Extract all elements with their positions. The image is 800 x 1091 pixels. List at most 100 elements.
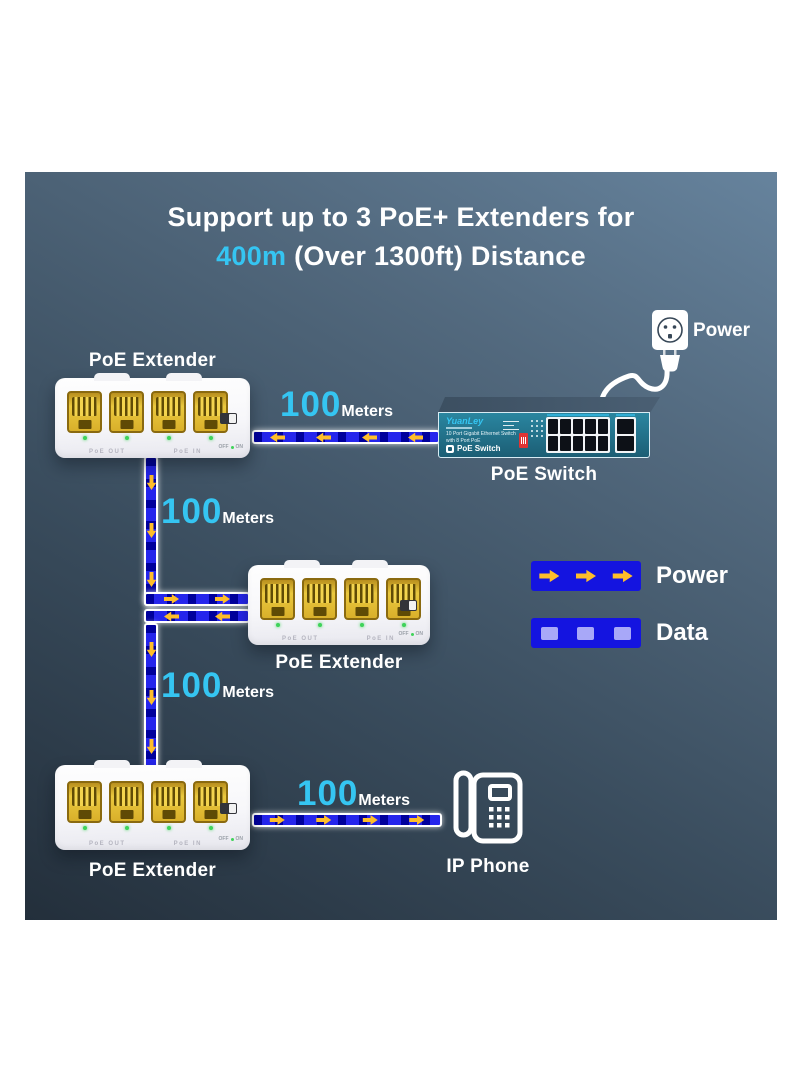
switch-badge: PoE Switch: [446, 444, 501, 453]
legend-power-label: Power: [656, 562, 729, 589]
power-label: Power: [693, 320, 751, 341]
data-square-icon: [614, 626, 632, 640]
rj45-port-row: [67, 781, 228, 823]
distance-label-2: 100 Meters: [161, 492, 274, 532]
poe-cable-into-extender2: [144, 592, 250, 606]
distance-label-3: 100 Meters: [161, 666, 274, 706]
poe-cable-vertical-1: [144, 456, 158, 606]
title-line2: 400m (Over 1300ft) Distance: [25, 237, 777, 276]
poe-in-label: PoE IN: [366, 636, 395, 642]
switch-front-face: YuanLey 10 Port Gigabit Ethernet Switch …: [438, 412, 650, 458]
toggle-led: [410, 632, 414, 636]
rj45-port: [386, 578, 421, 620]
rj45-port: [193, 391, 228, 433]
power-toggle: [220, 803, 237, 814]
on-label: ON: [415, 631, 424, 637]
power-arrow-icon: [215, 611, 230, 622]
title-line2-rest: (Over 1300ft) Distance: [286, 241, 586, 272]
port-group-label-strip: [547, 414, 609, 416]
ip-phone-label: IP Phone: [446, 856, 530, 877]
on-label: ON: [235, 836, 244, 842]
status-led: [109, 826, 144, 830]
title-line1: Support up to 3 PoE+ Extenders for: [167, 202, 635, 232]
status-led: [344, 623, 379, 627]
distance-unit: Meters: [222, 684, 274, 701]
power-arrow-icon: [362, 432, 377, 443]
rj45-port-row: [67, 391, 228, 433]
mount-tab: [94, 760, 130, 768]
power-arrow-icon: [362, 815, 378, 825]
power-arrow-icon: [164, 611, 179, 622]
status-led: [193, 436, 228, 440]
switch-desc-line1: 10 Port Gigabit Ethernet Switch: [446, 431, 516, 437]
ip-phone-icon: [453, 770, 523, 844]
switch-description: 10 Port Gigabit Ethernet Switch with 8 P…: [446, 431, 516, 444]
power-arrow-icon: [146, 475, 157, 490]
switch-uplink-ports: [615, 417, 636, 453]
port-group-label-strip: [616, 414, 635, 416]
power-arrow-icon: [612, 569, 633, 583]
rj45-port: [67, 781, 102, 823]
distance-value: 100: [161, 666, 223, 705]
power-arrow-icon: [146, 523, 157, 538]
distance-value: 100: [161, 492, 223, 531]
status-led: [67, 826, 102, 830]
rj45-port-row: [260, 578, 421, 620]
status-led: [260, 623, 295, 627]
page-title: Support up to 3 PoE+ Extenders for 400m …: [25, 198, 777, 276]
mount-tab: [166, 760, 203, 768]
switch-badge-text: PoE Switch: [457, 444, 501, 453]
status-led: [386, 623, 421, 627]
legend-power-row: Power: [531, 561, 728, 591]
poe-switch-label: PoE Switch: [490, 464, 598, 485]
toggle-knob: [229, 804, 236, 813]
legend-data-row: Data: [531, 618, 708, 648]
distance-unit: Meters: [358, 792, 410, 809]
status-led: [67, 436, 102, 440]
rj45-port: [585, 436, 596, 451]
rj45-port: [548, 436, 559, 451]
title-distance-highlight: 400m: [216, 241, 287, 272]
mount-tab: [94, 373, 130, 381]
rj45-port: [597, 436, 608, 451]
port-labels: PoE OUT PoE IN: [260, 636, 421, 642]
off-label: OFF: [398, 631, 409, 637]
power-arrow-icon: [409, 815, 425, 825]
power-arrow-icon: [316, 432, 331, 443]
extender-1-label: PoE Extender: [88, 350, 217, 371]
mount-tab: [351, 560, 388, 568]
rj45-port: [151, 391, 186, 433]
legend-data-label: Data: [656, 619, 709, 646]
power-arrow-icon: [146, 572, 157, 587]
led-row: [67, 436, 228, 440]
rj45-port: [617, 419, 634, 434]
rj45-port: [344, 578, 379, 620]
rj45-port: [572, 419, 584, 434]
port-labels: PoE OUT PoE IN: [67, 449, 228, 455]
led-row: [260, 623, 421, 627]
legend-data-bar: [531, 618, 641, 648]
poe-extender-2: PoE OUT PoE IN OFF ON: [248, 560, 430, 645]
off-label: OFF: [218, 444, 229, 450]
switch-led-grid: [531, 420, 543, 437]
rj45-port: [560, 436, 571, 451]
power-arrow-icon: [539, 569, 560, 583]
power-arrow-icon: [164, 594, 179, 604]
rj45-port: [585, 419, 596, 434]
power-arrow-icon: [146, 690, 157, 705]
power-outlet-icon: [652, 310, 688, 372]
diagram-panel: Support up to 3 PoE+ Extenders for 400m …: [25, 172, 777, 920]
poe-cable-out-of-extender2: [144, 609, 250, 623]
power-arrow-icon: [316, 815, 332, 825]
toggle-knob: [229, 414, 236, 423]
power-arrow-icon: [269, 815, 285, 825]
rj45-port: [260, 578, 295, 620]
status-led: [193, 826, 228, 830]
legend-power-bar: [531, 561, 641, 591]
data-square-icon: [577, 626, 595, 640]
rj45-port: [548, 419, 559, 434]
rj45-port: [109, 391, 144, 433]
poe-cable-vertical-2: [144, 623, 158, 773]
mount-tab: [284, 560, 321, 568]
